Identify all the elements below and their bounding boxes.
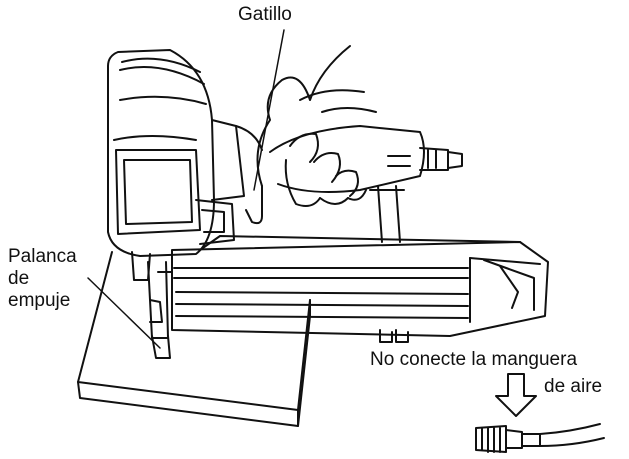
handle-strut [369,185,405,243]
push-lever-label-line-1: Palanca [8,246,77,267]
nailer-body [107,49,263,257]
operator-hand [245,45,377,225]
push-lever [131,251,173,359]
push-lever-label-line-3: empuje [8,290,71,311]
hose-coupler-icon [475,423,605,453]
trigger-label: Gatillo [238,4,292,25]
leader-lines [87,29,285,349]
warning-label-line-1: No conecte la manguera [370,349,578,370]
handle [269,125,425,193]
air-fitting [419,147,463,171]
magazine [171,235,549,343]
down-arrow-icon [495,373,537,417]
warning-label-line-2: de aire [544,376,603,397]
push-lever-label: Palanca de empuje [8,246,77,312]
push-lever-label-line-2: de [8,268,30,289]
